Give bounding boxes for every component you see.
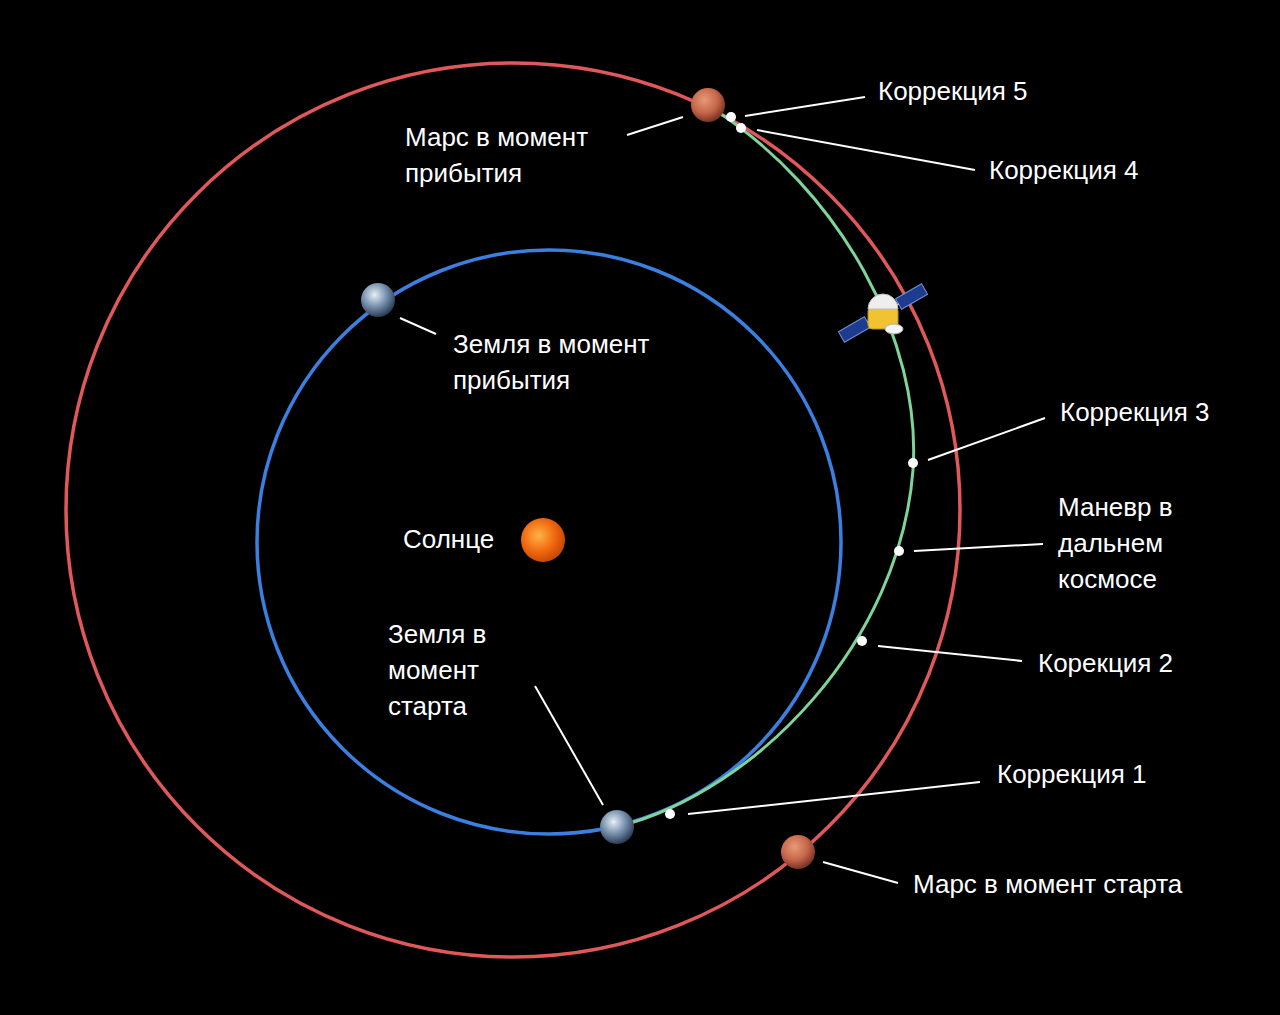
leader-lines (400, 97, 1045, 883)
callout-label: Солнце (403, 521, 533, 557)
spacecraft (838, 284, 927, 342)
earth-arrival (361, 283, 395, 317)
callout-label: Маневр в дальнем космосе (1058, 489, 1228, 597)
mars-arrival (691, 88, 725, 122)
callout-label: Земля в момент старта (388, 616, 538, 724)
callout-label: Коррекция 3 (1060, 394, 1270, 430)
callout-label: Коррекция 5 (878, 73, 1138, 109)
earth-orbit (257, 250, 841, 834)
callout-label: Марс в момент старта (913, 866, 1273, 902)
mars-start (781, 835, 815, 869)
correction-points (665, 112, 918, 819)
callout-label: Марс в момент прибытия (405, 119, 645, 191)
mars-orbit (66, 63, 960, 957)
callout-label: Коррекция 1 (997, 756, 1257, 792)
transfer-trajectory (617, 108, 914, 827)
callout-label: Земля в момент прибытия (453, 326, 703, 398)
earth-start (600, 810, 634, 844)
callout-label: Корекция 2 (1038, 645, 1268, 681)
spacecraft-body (868, 294, 903, 334)
callout-label: Коррекция 4 (989, 152, 1249, 188)
sun (521, 518, 565, 562)
